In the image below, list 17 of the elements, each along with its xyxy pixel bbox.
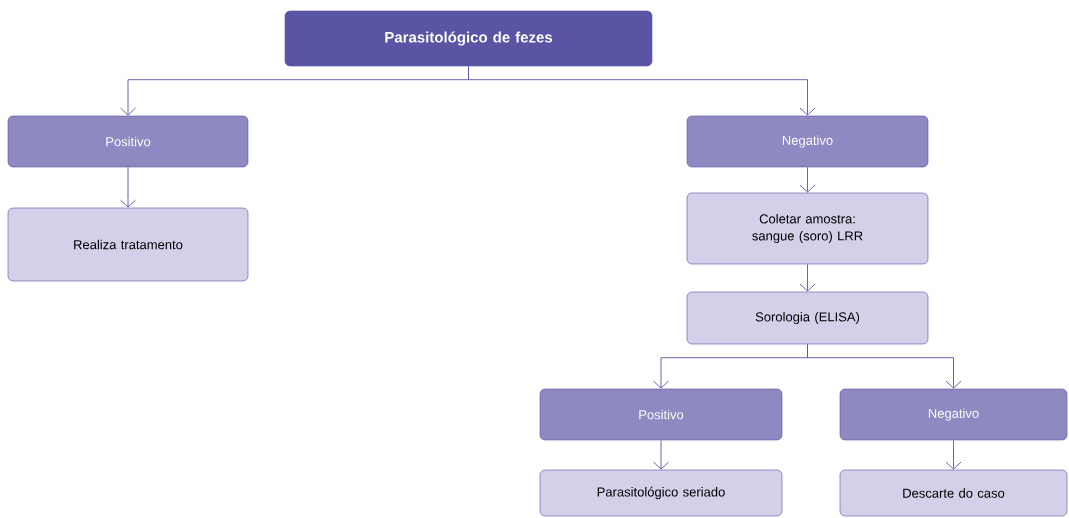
- arrow: [945, 439, 962, 470]
- arrow: [653, 439, 669, 470]
- title-box: Parasitológico de fezes: [284, 10, 653, 67]
- arrow: [799, 166, 816, 193]
- arrow: [468, 65, 816, 116]
- arrow: [799, 263, 816, 292]
- result-box: Positivo: [539, 388, 783, 441]
- result-box: Negativo: [839, 388, 1068, 441]
- step-box: Parasitológico seriado: [539, 469, 783, 517]
- arrow: [807, 343, 962, 389]
- step-box: Sorologia (ELISA): [686, 291, 929, 345]
- result-box: Negativo: [686, 115, 929, 168]
- step-box: Coletar amostra: sangue (soro) LRR: [686, 192, 929, 265]
- step-box: Realiza tratamento: [7, 207, 249, 282]
- arrow: [120, 166, 136, 208]
- result-box: Positivo: [7, 115, 249, 168]
- step-box: Descarte do caso: [839, 469, 1068, 517]
